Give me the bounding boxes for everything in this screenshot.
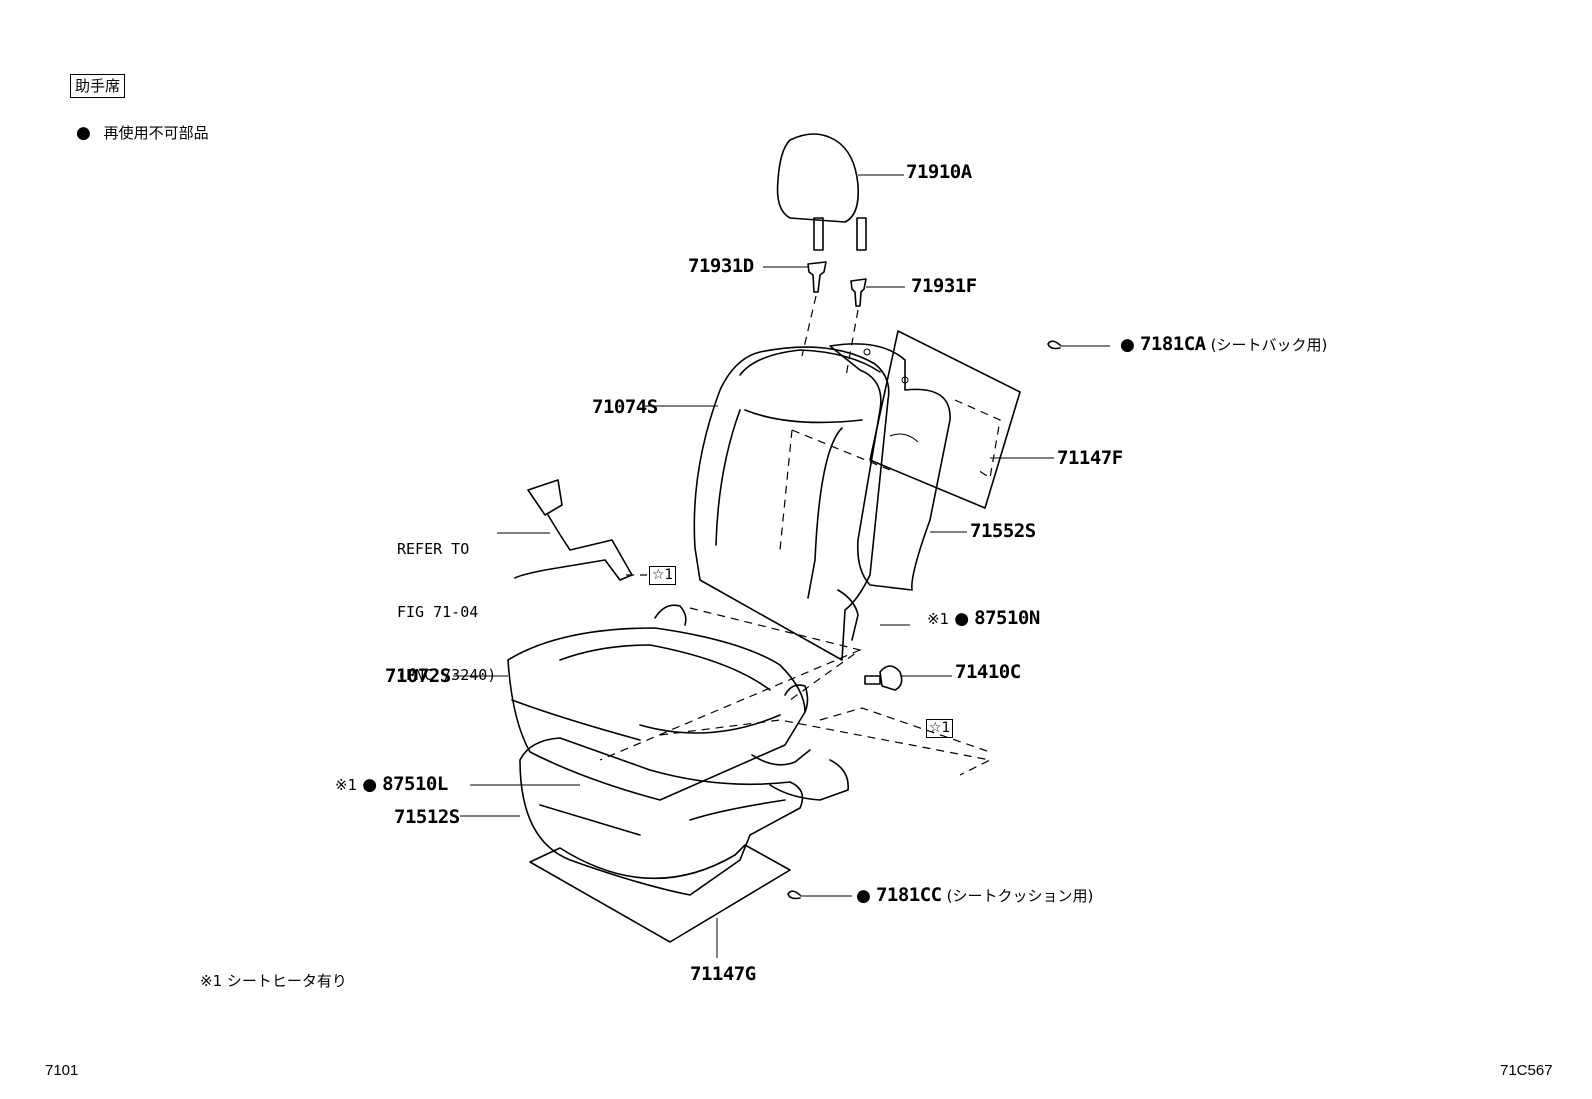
part-note-7181CC: (シートクッション用) — [946, 887, 1094, 905]
cushion-pad-drawing — [460, 737, 804, 896]
seatbelt-reference[interactable]: REFER TO FIG 71-04 (PNC 73240) — [397, 497, 496, 707]
clip-drawing — [864, 665, 952, 691]
non-reusable-dot-icon: ● — [856, 886, 871, 906]
part-label-71512S[interactable]: 71512S — [394, 806, 460, 828]
heater-mark: ※1 — [927, 610, 950, 628]
seatback-heater-drawing — [779, 330, 1054, 551]
part-label-71931D[interactable]: 71931D — [688, 255, 754, 277]
part-label-87510N[interactable]: 87510N — [974, 607, 1040, 629]
headrest-guides-drawing — [763, 261, 905, 377]
headrest-drawing — [776, 133, 904, 251]
legend: ● 再使用不可部品 — [76, 122, 209, 143]
part-label-7181CC[interactable]: 7181CC — [875, 884, 942, 906]
part-label-71552S[interactable]: 71552S — [970, 520, 1036, 542]
star-reference-box: ☆1 — [926, 719, 954, 738]
heater-footnote: ※1 シートヒータ有り — [200, 972, 347, 990]
part-label-71910A[interactable]: 71910A — [906, 161, 972, 183]
part-callout-87510L: ※1 ● 87510L — [335, 773, 448, 795]
part-label-71147G[interactable]: 71147G — [690, 963, 756, 985]
part-label-71147F[interactable]: 71147F — [1057, 447, 1123, 469]
non-reusable-dot-icon: ● — [1120, 335, 1135, 355]
part-callout-7181CA: ● 7181CA (シートバック用) — [1120, 333, 1327, 355]
part-label-71410C[interactable]: 71410C — [955, 661, 1021, 683]
cushion-cover-drawing — [453, 604, 809, 801]
seatback-cover-drawing — [645, 346, 890, 661]
part-note-7181CA: (シートバック用) — [1210, 336, 1328, 354]
part-label-71074S[interactable]: 71074S — [592, 396, 658, 418]
seat-position-label: 助手席 — [70, 74, 126, 98]
non-reusable-dot-icon: ● — [362, 775, 378, 795]
part-label-71931F[interactable]: 71931F — [911, 275, 977, 297]
star-reference-box: ☆1 — [649, 566, 677, 585]
seatbelt-buckle-drawing — [497, 479, 647, 581]
legend-text: 再使用不可部品 — [103, 124, 209, 142]
page-code: 7101 — [45, 1062, 79, 1079]
figure-code: 71C567 — [1500, 1062, 1553, 1079]
part-callout-7181CC: ● 7181CC (シートクッション用) — [856, 884, 1093, 906]
part-label-87510L[interactable]: 87510L — [382, 773, 448, 795]
non-reusable-dot-icon: ● — [954, 609, 970, 629]
hog-rings-drawing — [787, 340, 1110, 900]
heater-mark: ※1 — [335, 776, 358, 794]
part-label-71072S[interactable]: 71072S — [385, 665, 451, 687]
reference-line: (PNC 73240) — [397, 666, 497, 684]
part-callout-87510N: ※1 ● 87510N — [927, 607, 1040, 629]
seatback-pad-drawing — [829, 343, 967, 591]
reference-line: REFER TO — [397, 540, 470, 558]
cushion-heater-drawing — [529, 844, 791, 958]
non-reusable-dot-icon: ● — [76, 123, 91, 143]
reference-line: FIG 71-04 — [397, 603, 479, 621]
part-label-7181CA[interactable]: 7181CA — [1139, 333, 1206, 355]
